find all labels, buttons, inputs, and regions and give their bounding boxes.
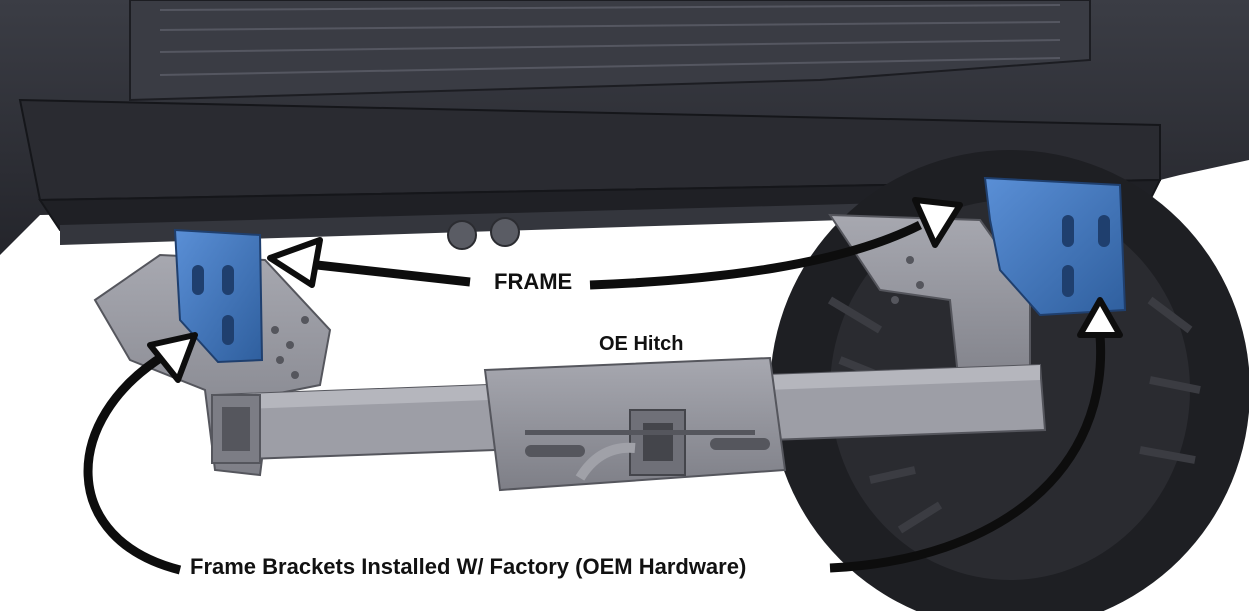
frame-arrows [267,197,963,290]
frame-label: FRAME [494,269,573,294]
left-frame-bracket [173,228,264,364]
oe-hitch [93,213,1047,492]
oe-hitch-label: OE Hitch [599,333,684,355]
right-frame-bracket [983,176,1127,317]
frame-brackets-label: Frame Brackets Installed W/ Factory (OEM… [186,554,751,580]
wiring-connector [447,217,520,250]
bracket-arrows [83,297,1123,575]
